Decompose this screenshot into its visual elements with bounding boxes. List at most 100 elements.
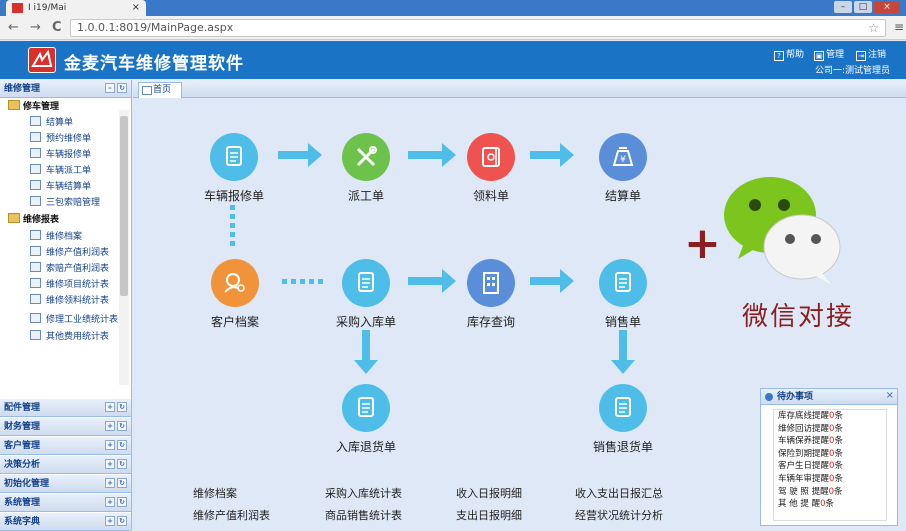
bookmark-star-icon[interactable]: ☆ [868, 21, 879, 35]
logout-link-label: 注销 [868, 50, 887, 60]
todo-item[interactable]: 车辆年审提醒0条 [774, 473, 886, 486]
quick-link[interactable]: 收入日报明细 [456, 487, 522, 500]
panel-decision[interactable]: 决策分析 +↻ [0, 456, 131, 474]
forward-icon[interactable]: → [30, 20, 41, 35]
quick-link[interactable]: 商品销售统计表 [325, 509, 402, 522]
todo-item[interactable]: 客户生日提醒0条 [774, 460, 886, 473]
receipt-icon[interactable] [467, 133, 515, 181]
quick-link[interactable]: 采购入库统计表 [325, 487, 402, 500]
user-search-icon[interactable] [211, 259, 259, 307]
flow-label-purchase-return[interactable]: 入库退货单 [335, 440, 396, 454]
flow-label-repair[interactable]: 车辆报修单 [203, 189, 264, 203]
todo-unit: 条 [834, 436, 843, 447]
todo-item[interactable]: 车辆保养提醒0条 [774, 435, 886, 448]
money-bag-icon[interactable]: ¥ [599, 133, 647, 181]
browser-tab[interactable]: I i19/Mai × [6, 0, 146, 16]
logout-link[interactable]: ⇥注销 [856, 47, 886, 61]
address-url: 1.0.0.1:8019/MainPage.aspx [77, 21, 234, 34]
manage-link[interactable]: ▣管理 [814, 47, 844, 61]
document-icon[interactable] [210, 133, 258, 181]
flow-label-purchase[interactable]: 采购入库单 [335, 315, 396, 329]
tree-item[interactable]: 维修产值利润表 [30, 246, 109, 260]
panel-dictionary[interactable]: 系统字典 +↻ [0, 513, 131, 531]
refresh-icon[interactable]: ↻ [117, 478, 127, 488]
sidebar-scroll-thumb[interactable] [120, 116, 128, 296]
quick-link[interactable]: 支出日报明细 [456, 509, 522, 522]
tree-item[interactable]: 维修档案 [30, 230, 82, 244]
todo-item[interactable]: 维修回访提醒0条 [774, 423, 886, 436]
panel-finance[interactable]: 财务管理+↻ [0, 418, 131, 436]
todo-item[interactable]: 库存底线提醒0条 [774, 410, 886, 423]
back-icon[interactable]: ← [8, 20, 19, 35]
tree-item[interactable]: 车辆派工单 [30, 164, 91, 178]
todo-item[interactable]: 驾 驶 照 提醒0条 [774, 486, 886, 499]
expand-icon[interactable]: + [105, 497, 115, 507]
tools-icon[interactable] [342, 133, 390, 181]
document-icon[interactable] [599, 384, 647, 432]
refresh-icon[interactable]: ↻ [117, 83, 127, 93]
refresh-icon[interactable]: ↻ [117, 516, 127, 526]
tree-item[interactable]: 结算单 [30, 116, 73, 130]
minimize-icon[interactable]: – [834, 1, 852, 13]
tree-folder-reports[interactable]: 维修报表 [8, 213, 59, 227]
flow-label-stock[interactable]: 库存查询 [466, 315, 515, 329]
refresh-icon[interactable]: ↻ [117, 459, 127, 469]
refresh-icon[interactable]: ↻ [117, 497, 127, 507]
refresh-icon[interactable]: ↻ [117, 440, 127, 450]
expand-icon[interactable]: + [105, 478, 115, 488]
refresh-icon[interactable]: ↻ [117, 402, 127, 412]
panel-title: 系统字典 [4, 517, 41, 527]
flow-label-material[interactable]: 领料单 [472, 189, 509, 203]
collapse-icon[interactable]: – [105, 83, 115, 93]
address-bar[interactable]: 1.0.0.1:8019/MainPage.aspx ☆ [70, 19, 886, 37]
expand-icon[interactable]: + [105, 440, 115, 450]
reload-icon[interactable]: C [52, 20, 62, 35]
maximize-icon[interactable]: □ [854, 1, 872, 13]
refresh-icon[interactable]: ↻ [117, 421, 127, 431]
panel-title: 决策分析 [4, 460, 41, 470]
quick-link[interactable]: 维修档案 [193, 487, 237, 500]
todo-item[interactable]: 保险到期提醒0条 [774, 448, 886, 461]
quick-link[interactable]: 收入支出日报汇总 [575, 487, 663, 500]
quick-link[interactable]: 维修产值利润表 [193, 509, 270, 522]
flow-label-sales[interactable]: 销售单 [604, 315, 641, 329]
tree-item[interactable]: 索赔产值利润表 [30, 262, 109, 276]
panel-parts[interactable]: 配件管理+↻ [0, 399, 131, 417]
tree-item[interactable]: 车辆结算单 [30, 180, 91, 194]
flow-label-customer[interactable]: 客户档案 [210, 315, 259, 329]
todo-label: 车辆保养提醒 [778, 436, 830, 447]
building-icon[interactable] [467, 259, 515, 307]
panel-system[interactable]: 系统管理+↻ [0, 494, 131, 512]
document-icon[interactable] [599, 259, 647, 307]
tree-item[interactable]: 修理工业绩统计表 [30, 313, 118, 327]
tab-home[interactable]: 首页 [138, 82, 182, 98]
todo-label: 维修回访提醒 [778, 423, 830, 434]
expand-icon[interactable]: + [105, 402, 115, 412]
flow-label-sales-return[interactable]: 销售退货单 [592, 440, 653, 454]
todo-item[interactable]: 其 他 提 醒0条 [774, 498, 886, 511]
tab-close-icon[interactable]: × [131, 2, 140, 13]
panel-customers[interactable]: 客户管理+↻ [0, 437, 131, 455]
panel-init[interactable]: 初始化管理+↻ [0, 475, 131, 493]
tree-item[interactable]: 维修项目统计表 [30, 278, 109, 292]
browser-menu-icon[interactable]: ≡ [893, 20, 904, 34]
tree-item[interactable]: 三包索赔管理 [30, 196, 100, 210]
document-icon[interactable] [342, 259, 390, 307]
tree-item[interactable]: 预约维修单 [30, 132, 91, 146]
expand-icon[interactable]: + [105, 516, 115, 526]
document-icon[interactable] [342, 384, 390, 432]
tree-item[interactable]: 维修领料统计表 [30, 294, 109, 308]
todo-close-icon[interactable]: × [885, 390, 894, 401]
flow-label-settle[interactable]: 结算单 [604, 189, 641, 203]
flow-label-dispatch[interactable]: 派工单 [347, 189, 384, 203]
help-link[interactable]: ?帮助 [774, 47, 804, 61]
window-close-icon[interactable]: × [874, 1, 900, 13]
todo-label: 车辆年审提醒 [778, 473, 830, 484]
quick-link[interactable]: 经营状况统计分析 [575, 509, 663, 522]
tree-folder-repair[interactable]: 修车管理 [8, 100, 59, 114]
expand-icon[interactable]: + [105, 421, 115, 431]
tree-item[interactable]: 车辆报修单 [30, 148, 91, 162]
panel-repair-management[interactable]: 维修管理 –↻ [0, 80, 131, 98]
expand-icon[interactable]: + [105, 459, 115, 469]
tree-item[interactable]: 其他费用统计表 [30, 330, 109, 344]
